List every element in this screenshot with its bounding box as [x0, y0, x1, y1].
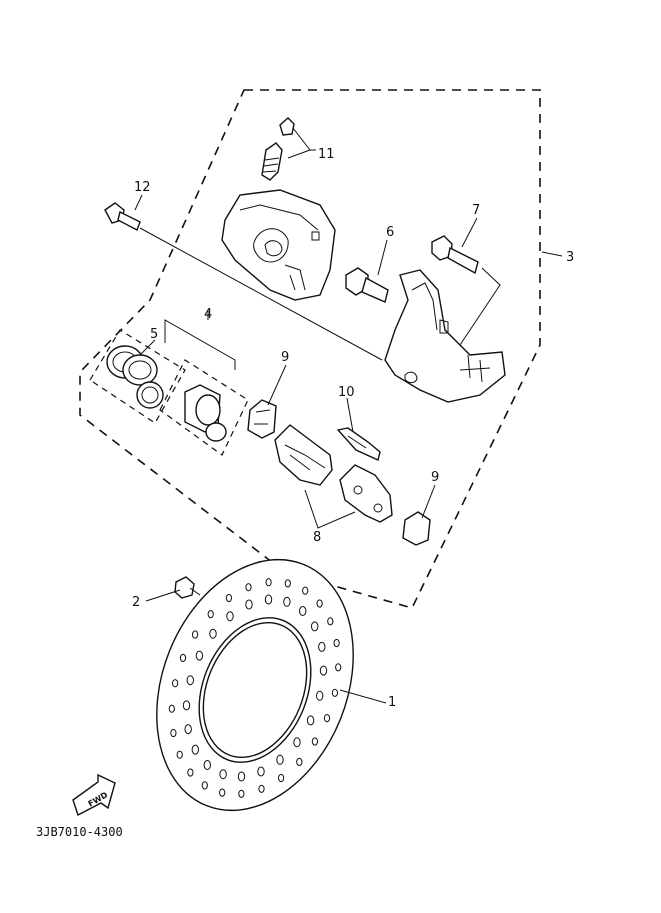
bleed-screw-parts — [261, 117, 295, 181]
disc-hole — [172, 679, 179, 688]
disc-hole — [186, 675, 195, 686]
disc-hole — [238, 789, 245, 798]
disc-hole — [209, 628, 217, 639]
disc-hole — [182, 700, 191, 711]
disc-hole — [245, 583, 252, 592]
disc-hole — [278, 773, 285, 783]
seal-kit-group-outline — [89, 329, 186, 424]
piston-group-outline — [159, 359, 249, 456]
disc-hole — [333, 638, 340, 648]
callout-10: 10 — [338, 385, 355, 400]
disc-hole — [187, 768, 194, 777]
callout-11: 11 — [318, 147, 335, 162]
piston — [184, 384, 227, 442]
callout-2: 2 — [132, 595, 140, 610]
disc-hole — [192, 630, 199, 639]
brake-disc — [156, 558, 354, 812]
brake-pad-outer — [339, 464, 393, 523]
part-code: 3JB7010-4300 — [36, 825, 123, 839]
disc-hole — [195, 650, 204, 661]
disc-hole — [327, 617, 334, 626]
callout-8: 8 — [313, 530, 321, 545]
disc-hole — [170, 728, 177, 738]
callout-7: 7 — [472, 203, 480, 218]
disc-hole — [179, 653, 187, 663]
disc-hole — [283, 596, 291, 607]
disc-hole — [168, 704, 175, 713]
disc-hole — [319, 665, 328, 676]
disc-hole — [207, 610, 214, 619]
disc-hole — [331, 688, 338, 697]
disc-hole — [299, 606, 307, 616]
callout-9-left: 9 — [281, 350, 289, 365]
disc-hole — [318, 641, 326, 652]
caliper-bracket — [384, 269, 506, 403]
callout-1: 1 — [388, 695, 396, 710]
forward-direction-arrow: FWD — [72, 773, 116, 817]
callout-12: 12 — [134, 180, 151, 195]
disc-hole — [219, 788, 226, 797]
pin-bolt-6 — [345, 267, 389, 303]
disc-hole — [219, 769, 227, 780]
disc-hole — [176, 750, 183, 759]
bolt-12-alignment-line — [139, 227, 383, 361]
brake-pad-inner — [274, 424, 333, 486]
callout-4: 4 — [204, 307, 212, 322]
disc-hole — [257, 766, 265, 777]
disc-hole — [191, 744, 200, 755]
bolt-7-guide-line — [459, 267, 501, 346]
disc-hole — [323, 714, 331, 723]
callout-6: 6 — [386, 225, 394, 240]
callout-5: 5 — [150, 327, 158, 342]
disc-hole — [306, 715, 315, 726]
disc-hole — [237, 771, 246, 782]
pad-spring-right — [402, 511, 431, 546]
disc-hole — [316, 599, 323, 608]
pad-spring-left — [247, 399, 277, 439]
disc-hole — [258, 784, 265, 793]
piston-seals — [106, 345, 164, 409]
caliper-body — [221, 189, 336, 301]
disc-hole — [203, 760, 212, 770]
disc-hole — [293, 737, 301, 748]
disc-hole — [245, 599, 253, 610]
disc-hole — [311, 737, 318, 746]
callout-3: 3 — [566, 250, 574, 265]
leader-lines — [134, 127, 563, 704]
callout-9-right: 9 — [431, 470, 439, 485]
disc-hole — [201, 781, 208, 790]
disc-hole — [284, 579, 291, 588]
disc-hole — [184, 724, 192, 735]
pad-retainer-10 — [336, 427, 381, 461]
disc-ventilation-holes — [168, 578, 342, 798]
disc-hole — [276, 754, 284, 765]
bolt-12 — [104, 202, 141, 231]
disc-hole — [226, 611, 234, 622]
disc-bolt-2 — [174, 576, 201, 599]
pin-bolt-7 — [431, 235, 479, 275]
disc-hole — [296, 757, 303, 767]
disc-hole — [311, 621, 319, 632]
disc-hole — [265, 578, 272, 587]
disc-hole — [302, 586, 309, 595]
disc-hole — [316, 690, 324, 701]
caliper-assembly-boundary — [79, 89, 541, 609]
disc-hole — [264, 594, 273, 605]
disc-hole — [225, 593, 232, 603]
disc-hole — [335, 663, 342, 672]
